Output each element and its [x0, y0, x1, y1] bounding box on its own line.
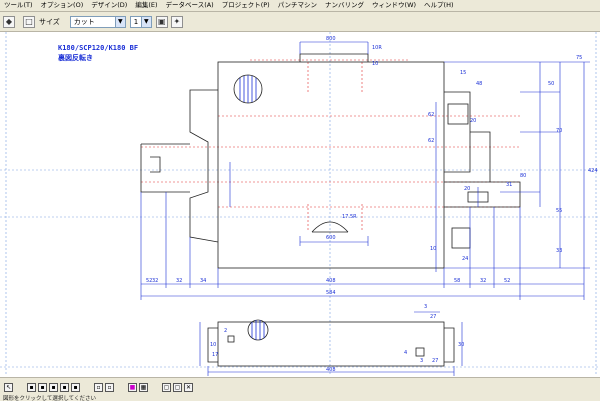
- dim-408b: 408: [326, 367, 336, 373]
- fit-icon[interactable]: ▢: [173, 383, 182, 392]
- dim-408: 408: [326, 278, 336, 284]
- hatched-circle: [233, 74, 263, 104]
- menu-numbering[interactable]: ナンバリング: [325, 1, 365, 9]
- cursor-icon[interactable]: ↖: [4, 383, 13, 392]
- hidden-lines: [141, 59, 520, 232]
- menu-punch-machine[interactable]: パンチマシン: [277, 1, 318, 9]
- dim-32c: 32: [480, 278, 486, 284]
- lower-hatched-circle: [247, 319, 269, 341]
- menu-design[interactable]: デザイン(D): [91, 1, 128, 9]
- close-icon[interactable]: ✕: [184, 383, 193, 392]
- table-icon[interactable]: ▦: [139, 383, 148, 392]
- dim-27: 27: [430, 314, 436, 320]
- dim-10r: 10R: [372, 45, 382, 51]
- dim-424: 424: [588, 168, 598, 174]
- dim-58: 58: [454, 278, 460, 284]
- select-all-icon[interactable]: ▪: [60, 383, 69, 392]
- shapes-icon[interactable]: ◆: [3, 15, 15, 28]
- size-label: サイズ: [39, 17, 60, 26]
- menu-bar: ツール(T) オプション(O) デザイン(D) 編集(E) データベース(A) …: [0, 0, 600, 12]
- drawing-canvas[interactable]: 800 10R 10 15 75 48 50 424 20 62 70 80 6…: [0, 32, 600, 376]
- menu-tools[interactable]: ツール(T): [4, 1, 33, 9]
- number-select[interactable]: 1 ▼: [129, 15, 152, 28]
- select-row-icon[interactable]: ▪: [71, 383, 80, 392]
- dimension-text: 800 10R 10 15 75 48 50 424 20 62 70 80 6…: [146, 36, 598, 296]
- select-box-icon[interactable]: ▪: [49, 383, 58, 392]
- dim-27b: 27: [432, 358, 438, 364]
- dim-62b: 62: [428, 138, 434, 144]
- lower-dimension-text: 3 27 2 10 17 30 4 408 3 27: [210, 304, 464, 373]
- dim-4: 4: [404, 350, 407, 356]
- dim-584: 584: [326, 290, 336, 296]
- dim-10b: 10: [430, 246, 436, 252]
- dim-75: 75: [576, 55, 582, 61]
- dim-48: 48: [476, 81, 482, 87]
- dim-33: 33: [556, 248, 562, 254]
- cad-drawing: 800 10R 10 15 75 48 50 424 20 62 70 80 6…: [0, 32, 600, 376]
- dim-62: 62: [428, 112, 434, 118]
- menu-window[interactable]: ウィンドウ(W): [372, 1, 417, 9]
- select-icon[interactable]: ▪: [27, 383, 36, 392]
- dim-17-5r: 17.5R: [342, 214, 357, 220]
- image-icon[interactable]: ▣: [155, 15, 168, 28]
- status-text: 図形をクリックして選択してください: [3, 396, 97, 402]
- dim-15: 15: [460, 70, 466, 76]
- bottom-toolbar: ↖ ▪ ▪ ▪ ▪ ▪ ▫ ▫ ■ ▦ ▢ ▢ ✕ 図形をクリックして選択してく…: [0, 377, 600, 402]
- menu-options[interactable]: オプション(O): [40, 1, 84, 9]
- dim-20b: 20: [464, 186, 470, 192]
- dim-80: 80: [520, 173, 526, 179]
- dim-34: 34: [200, 278, 206, 284]
- drawing-title: K180/SCP120/K180 BF: [58, 44, 139, 52]
- dim-52b: 52: [146, 278, 152, 284]
- dim-20: 20: [470, 118, 476, 124]
- dim-55: 55: [556, 208, 562, 214]
- menu-edit[interactable]: 編集(E): [135, 1, 158, 9]
- chevron-down-icon: ▼: [114, 16, 125, 27]
- dimension-lines: [140, 41, 590, 300]
- dim-31: 31: [506, 182, 512, 188]
- menu-project[interactable]: プロジェクト(P): [221, 1, 270, 9]
- dim-2: 2: [224, 328, 227, 334]
- menu-help[interactable]: ヘルプ(H): [424, 1, 454, 9]
- grid-icon[interactable]: ▫: [105, 383, 114, 392]
- dim-30: 30: [458, 342, 464, 348]
- dim-32a: 32: [152, 278, 158, 284]
- dim-70: 70: [556, 128, 562, 134]
- cut-select-value: カット: [73, 17, 95, 26]
- cut-select[interactable]: カット ▼: [69, 15, 126, 28]
- dim-10c: 10: [210, 342, 216, 348]
- chevron-down-icon: ▼: [140, 16, 151, 27]
- drawing-subtitle: 裏図反転き: [58, 54, 93, 62]
- dim-17: 17: [212, 352, 218, 358]
- select-multi-icon[interactable]: ▪: [38, 383, 47, 392]
- toolbar: ◆ □ サイズ カット ▼ 1 ▼ ▣ ✦: [0, 12, 600, 32]
- lower-dimension-lines: [199, 311, 463, 376]
- dim-24: 24: [462, 256, 468, 262]
- dim-800: 800: [326, 36, 336, 42]
- zoom-icon[interactable]: ▢: [162, 383, 171, 392]
- dim-3: 3: [424, 304, 427, 310]
- dim-52a: 52: [504, 278, 510, 284]
- page-icon[interactable]: □: [23, 15, 35, 28]
- dim-600: 600: [326, 235, 336, 241]
- magic-icon[interactable]: ✦: [170, 15, 183, 28]
- view-icon[interactable]: ▫: [94, 383, 103, 392]
- menu-database[interactable]: データベース(A): [165, 1, 214, 9]
- guide-lines: [0, 32, 600, 376]
- number-select-value: 1: [133, 17, 139, 26]
- dim-10: 10: [372, 61, 378, 67]
- dim-32b: 32: [176, 278, 182, 284]
- dim-3b: 3: [420, 358, 423, 364]
- color-icon[interactable]: ■: [128, 383, 137, 392]
- lower-part-outline: [207, 321, 455, 367]
- dim-50: 50: [548, 81, 554, 87]
